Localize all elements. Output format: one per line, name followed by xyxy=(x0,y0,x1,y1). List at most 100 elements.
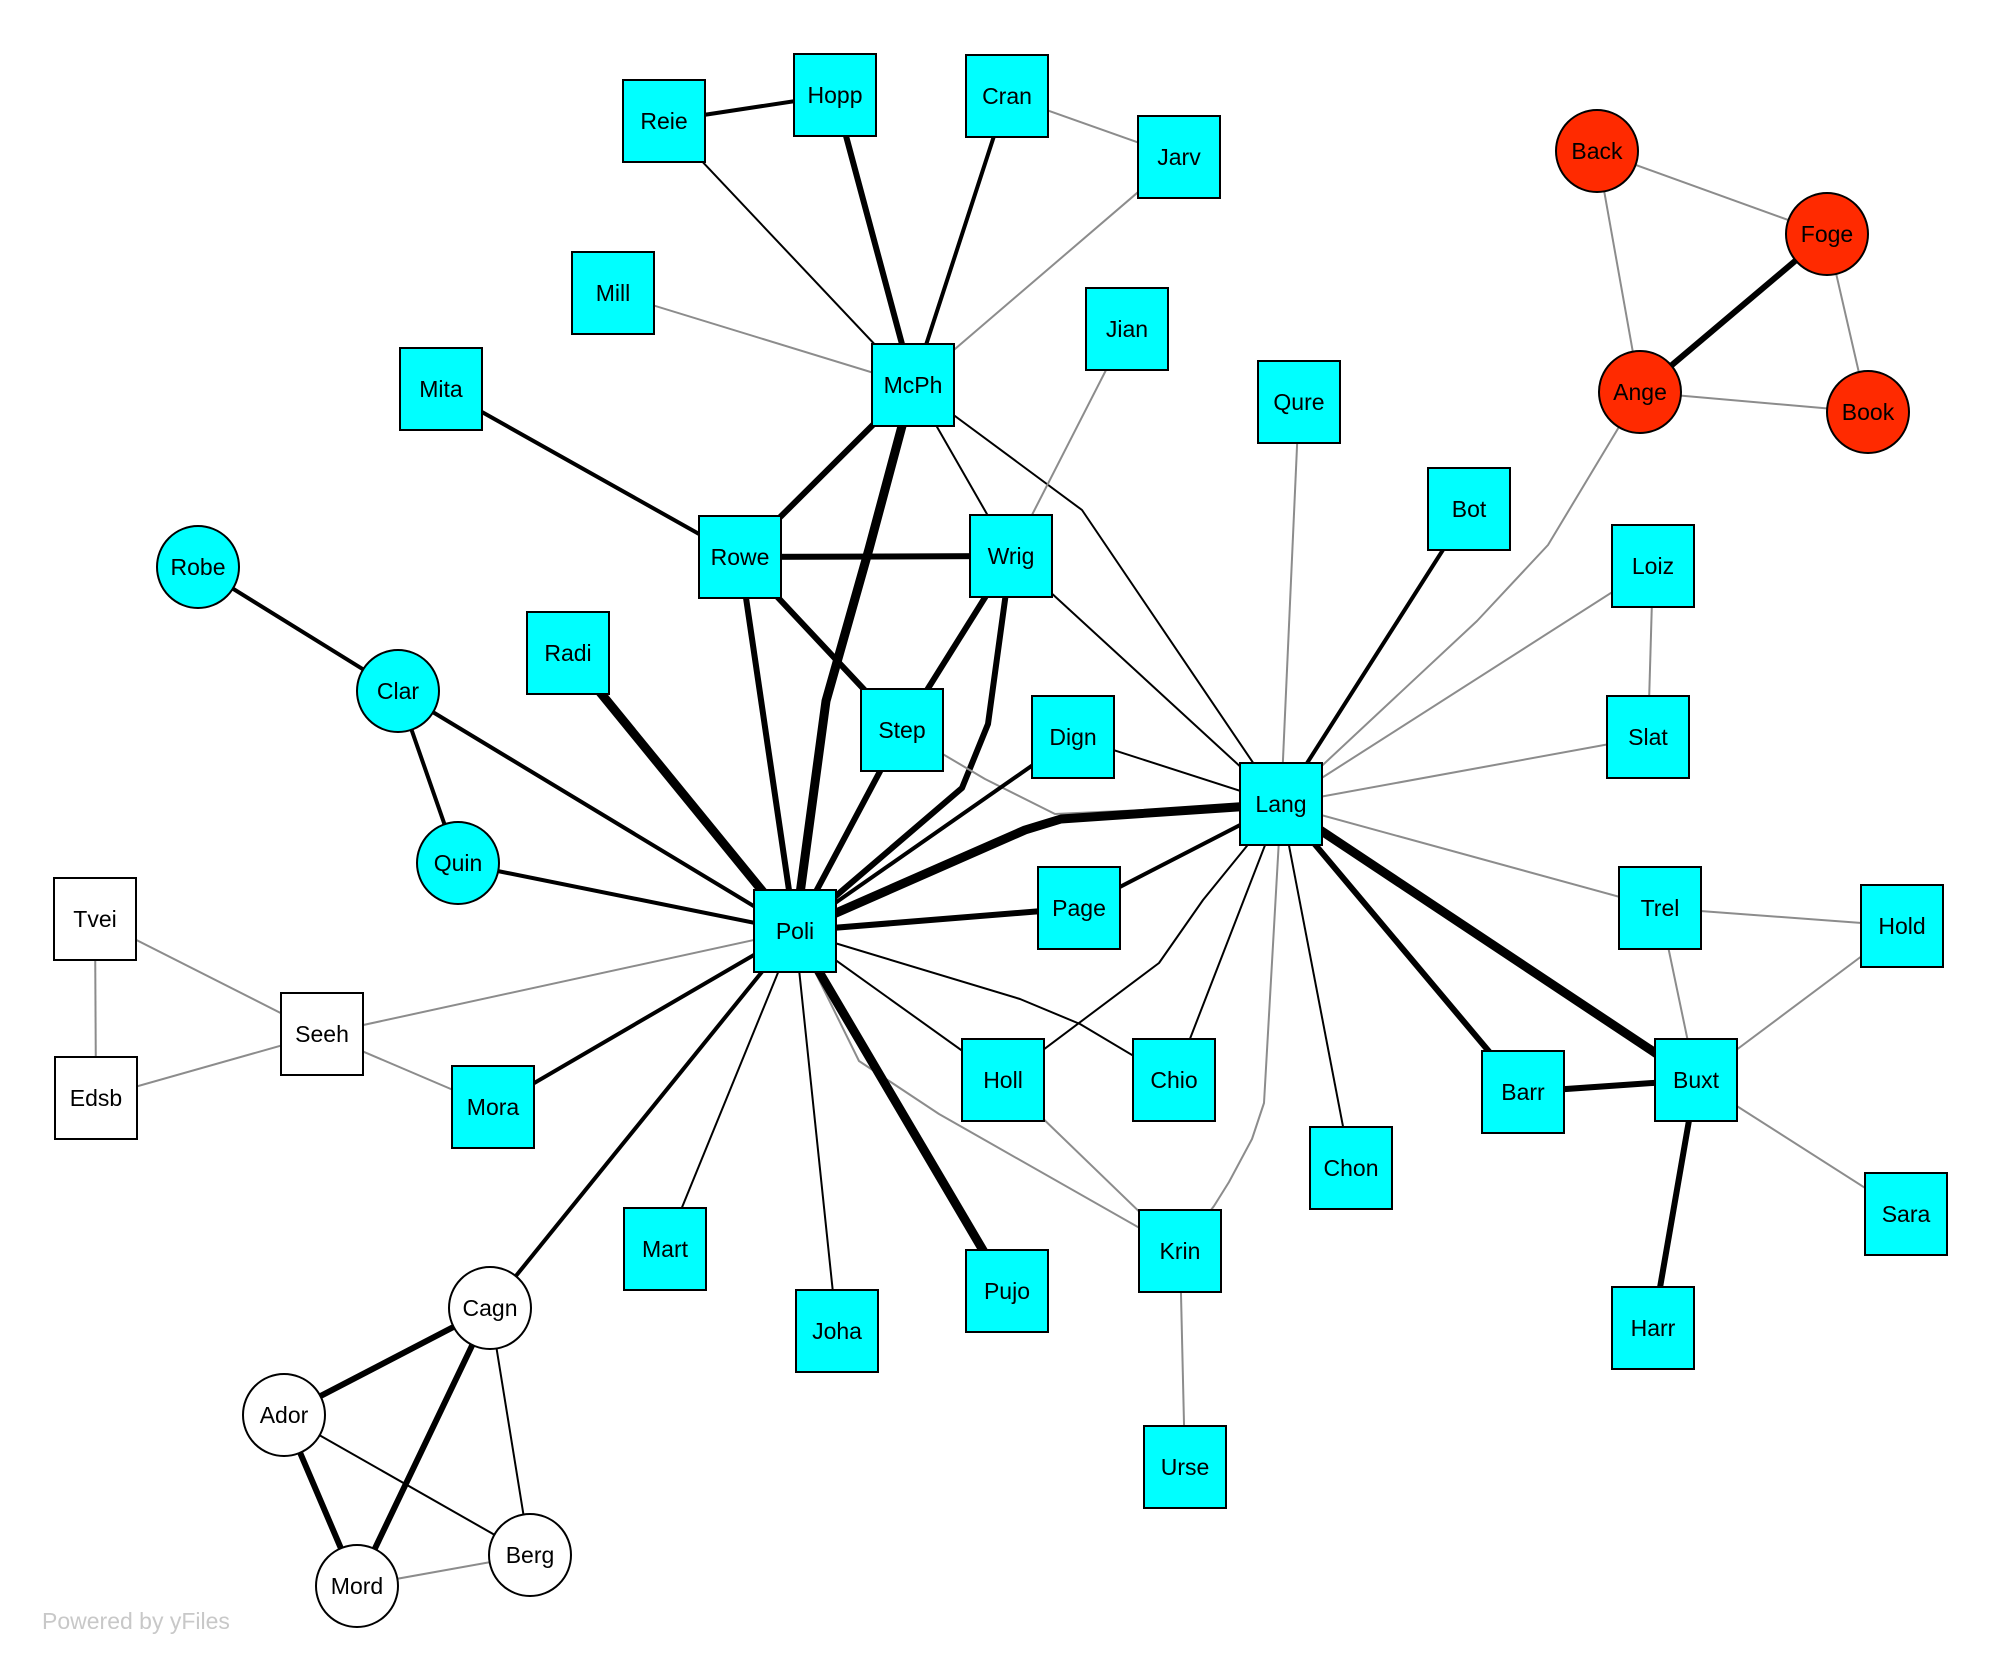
edge-page-poli xyxy=(794,905,1080,934)
node-clar[interactable]: Clar xyxy=(356,649,440,733)
node-mill-shape xyxy=(571,251,655,335)
node-hold-shape xyxy=(1860,884,1944,968)
node-mill-label: Mill xyxy=(596,280,631,306)
node-poli-label: Poli xyxy=(776,918,814,944)
node-edsb[interactable]: Edsb xyxy=(54,1056,138,1140)
node-chio-shape xyxy=(1132,1038,1216,1122)
node-clar-shape xyxy=(356,649,440,733)
node-mart[interactable]: Mart xyxy=(623,1207,707,1291)
edge-mcph-poli xyxy=(790,383,918,932)
node-mita-shape xyxy=(399,347,483,431)
node-jian[interactable]: Jian xyxy=(1085,287,1169,371)
node-mord[interactable]: Mord xyxy=(315,1544,399,1628)
node-page[interactable]: Page xyxy=(1037,866,1121,950)
node-slat[interactable]: Slat xyxy=(1606,695,1690,779)
node-joha[interactable]: Joha xyxy=(795,1289,879,1373)
node-ange[interactable]: Ange xyxy=(1598,350,1682,434)
node-mora-shape xyxy=(451,1065,535,1149)
node-foge[interactable]: Foge xyxy=(1785,192,1869,276)
node-krin[interactable]: Krin xyxy=(1138,1209,1222,1293)
node-urse[interactable]: Urse xyxy=(1143,1425,1227,1509)
node-bot[interactable]: Bot xyxy=(1427,467,1511,551)
node-book[interactable]: Book xyxy=(1826,370,1910,454)
edge-rowe-poli xyxy=(737,556,798,932)
node-robe[interactable]: Robe xyxy=(156,525,240,609)
node-ador[interactable]: Ador xyxy=(242,1373,326,1457)
edge-lang-barr xyxy=(1278,802,1526,1094)
node-poli[interactable]: Poli xyxy=(753,889,837,973)
node-hopp[interactable]: Hopp xyxy=(793,53,877,137)
node-cagn[interactable]: Cagn xyxy=(448,1266,532,1350)
edge-radi-poli xyxy=(564,650,799,934)
node-chio-label: Chio xyxy=(1150,1067,1197,1093)
node-holl-label: Holl xyxy=(983,1067,1023,1093)
node-bot-shape xyxy=(1427,467,1511,551)
edge-poli-pujo xyxy=(791,928,1011,1294)
edge-mora-poli xyxy=(491,929,797,1109)
edge-quin-poli xyxy=(457,861,796,933)
edge-lang-chio xyxy=(1173,803,1282,1081)
node-trel-shape xyxy=(1618,866,1702,950)
node-rowe-shape xyxy=(698,515,782,599)
node-qure-shape xyxy=(1257,360,1341,444)
node-lang[interactable]: Lang xyxy=(1239,762,1323,846)
node-rowe-label: Rowe xyxy=(711,544,770,570)
node-loiz[interactable]: Loiz xyxy=(1611,524,1695,608)
edge-poli-joha xyxy=(794,930,838,1332)
node-rowe[interactable]: Rowe xyxy=(698,515,782,599)
node-mita-label: Mita xyxy=(419,376,463,402)
node-dign[interactable]: Dign xyxy=(1031,695,1115,779)
edge-poli-chio xyxy=(794,930,1175,1081)
node-lang-shape xyxy=(1239,762,1323,846)
node-reie[interactable]: Reie xyxy=(622,79,706,163)
node-harr[interactable]: Harr xyxy=(1611,1286,1695,1370)
node-mora[interactable]: Mora xyxy=(451,1065,535,1149)
node-buxt[interactable]: Buxt xyxy=(1654,1038,1738,1122)
edge-qure-lang xyxy=(1280,401,1300,805)
node-step[interactable]: Step xyxy=(860,688,944,772)
edge-bot-lang xyxy=(1279,507,1471,806)
node-loiz-label: Loiz xyxy=(1632,553,1674,579)
node-pujo[interactable]: Pujo xyxy=(965,1249,1049,1333)
edge-ador-berg xyxy=(283,1414,531,1556)
node-qure[interactable]: Qure xyxy=(1257,360,1341,444)
node-mcph[interactable]: McPh xyxy=(871,343,955,427)
node-seeh[interactable]: Seeh xyxy=(280,992,364,1076)
node-trel[interactable]: Trel xyxy=(1618,866,1702,950)
node-jarv-label: Jarv xyxy=(1157,144,1201,170)
node-berg[interactable]: Berg xyxy=(488,1513,572,1597)
node-tvei[interactable]: Tvei xyxy=(53,877,137,961)
node-dign-shape xyxy=(1031,695,1115,779)
node-mill[interactable]: Mill xyxy=(571,251,655,335)
node-slat-shape xyxy=(1606,695,1690,779)
node-hopp-label: Hopp xyxy=(808,82,863,108)
node-jarv-shape xyxy=(1137,115,1221,199)
node-chon[interactable]: Chon xyxy=(1309,1126,1393,1210)
node-quin-label: Quin xyxy=(434,850,483,876)
edge-lang-holl xyxy=(1002,803,1282,1081)
node-book-shape xyxy=(1826,370,1910,454)
node-holl[interactable]: Holl xyxy=(961,1038,1045,1122)
edge-trel-lang xyxy=(1280,803,1661,909)
node-barr[interactable]: Barr xyxy=(1481,1050,1565,1134)
node-foge-label: Foge xyxy=(1801,221,1853,247)
node-mord-label: Mord xyxy=(331,1573,383,1599)
node-jarv[interactable]: Jarv xyxy=(1137,115,1221,199)
node-mita[interactable]: Mita xyxy=(399,347,483,431)
node-wrig[interactable]: Wrig xyxy=(969,514,1053,598)
node-tvei-shape xyxy=(53,877,137,961)
edge-wrig-poli xyxy=(793,555,1014,934)
node-harr-label: Harr xyxy=(1631,1315,1676,1341)
node-hold[interactable]: Hold xyxy=(1860,884,1944,968)
node-quin[interactable]: Quin xyxy=(416,821,500,905)
edge-wrig-lang xyxy=(1010,555,1282,805)
node-dign-label: Dign xyxy=(1049,724,1096,750)
node-radi[interactable]: Radi xyxy=(526,611,610,695)
node-cran[interactable]: Cran xyxy=(965,54,1049,138)
node-back[interactable]: Back xyxy=(1555,109,1639,193)
node-sara-shape xyxy=(1864,1172,1948,1256)
node-sara[interactable]: Sara xyxy=(1864,1172,1948,1256)
edge-cagn-mord xyxy=(354,1306,493,1588)
node-slat-label: Slat xyxy=(1628,724,1668,750)
node-chio[interactable]: Chio xyxy=(1132,1038,1216,1122)
